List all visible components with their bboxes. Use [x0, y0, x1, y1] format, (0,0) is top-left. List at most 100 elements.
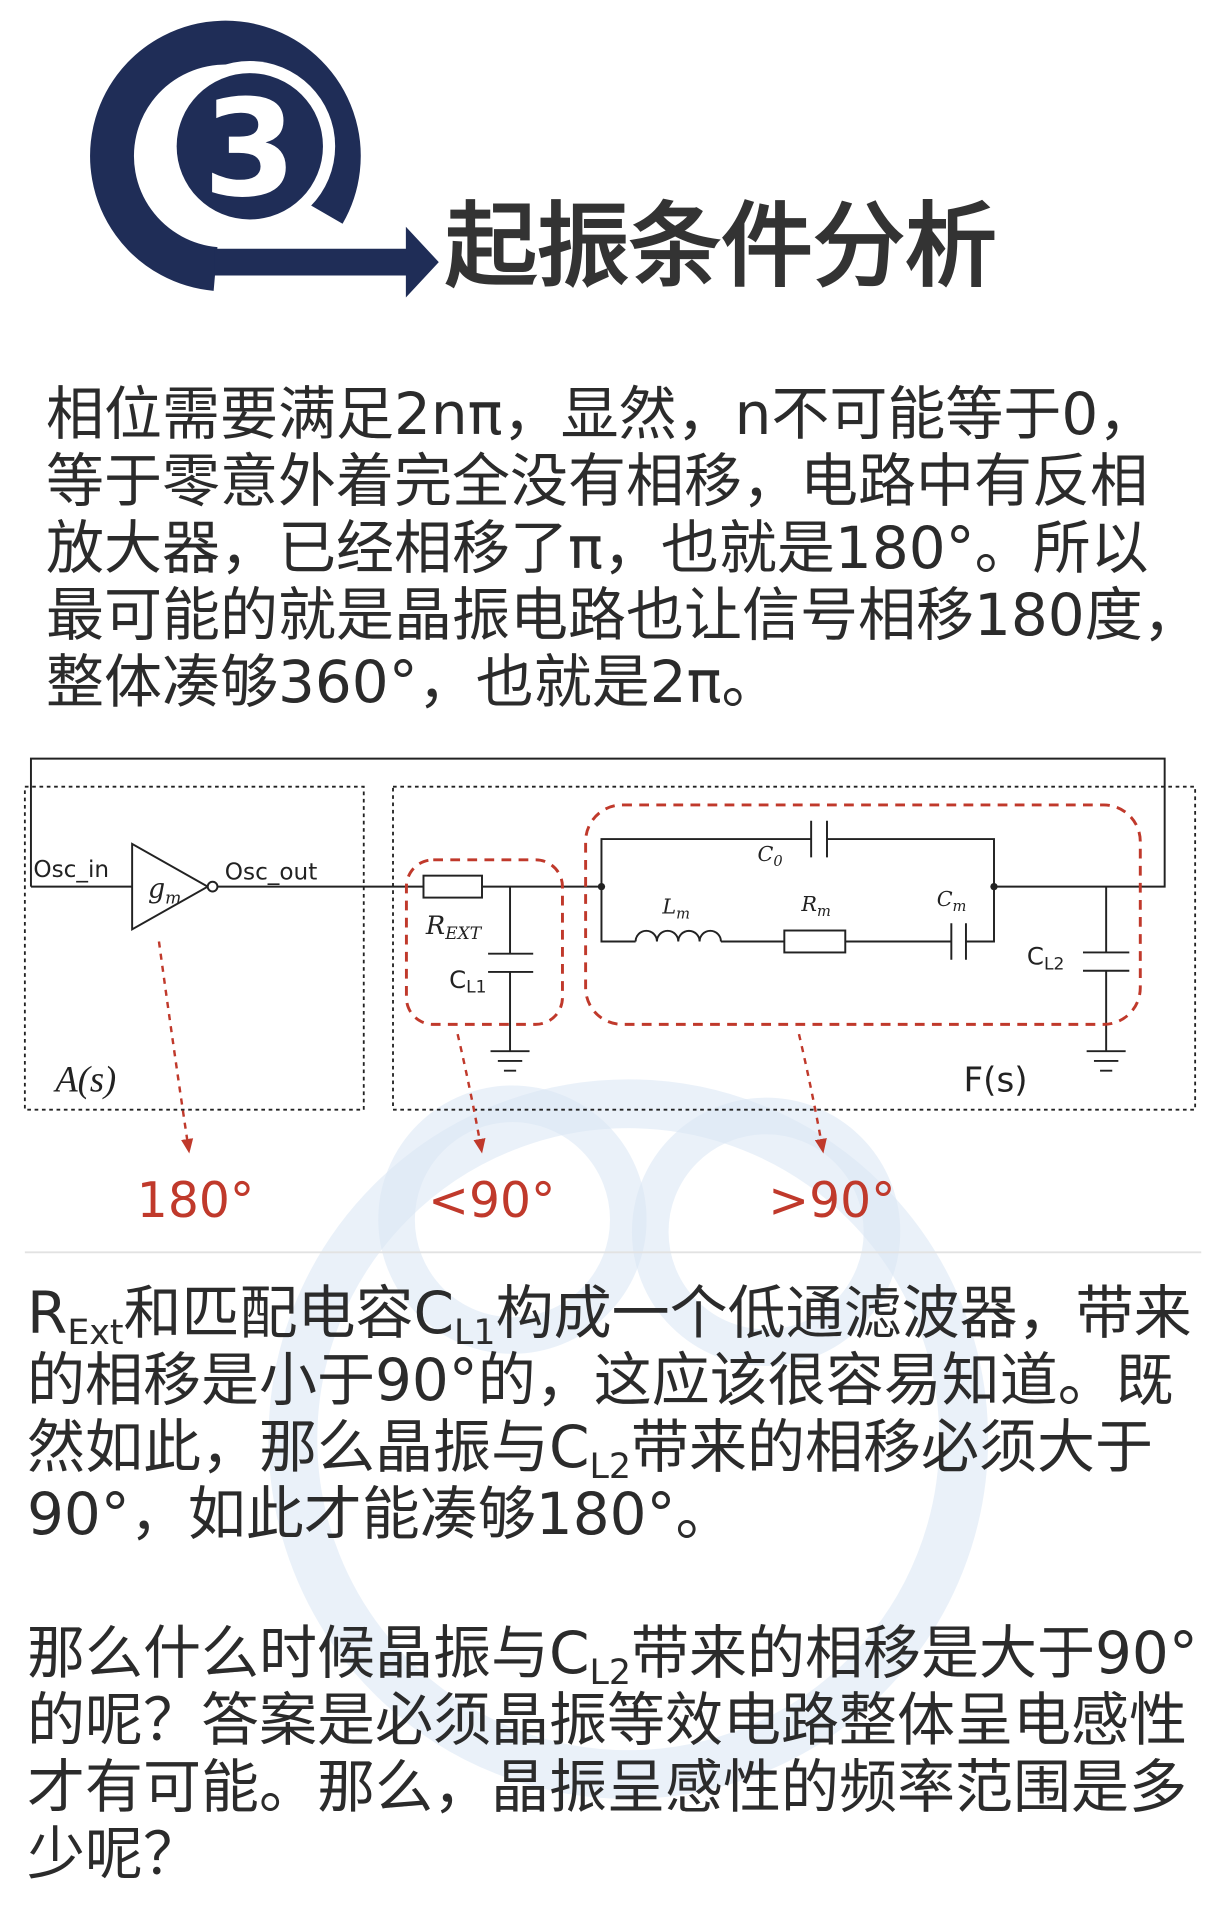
paragraph-3: 那么什么时候晶振与CL2带来的相移是大于90° 的呢？答案是必须晶振等效电路整体… [27, 1620, 1198, 1888]
label-rext-main: R [425, 911, 445, 941]
label-cm-subscript: m [953, 898, 967, 915]
label-cm: Cm [937, 887, 967, 915]
text-segment: 整体凑够360°，也就是2π。 [46, 648, 780, 716]
label-c0: C0 [758, 842, 783, 870]
label-feedback-block: F(s) [964, 1060, 1028, 1100]
ground-symbol [1086, 1050, 1126, 1072]
watermark-ring-right [631, 1097, 901, 1366]
watermark-ring-left [378, 1085, 647, 1354]
text-segment: 相位需要满足2nπ，显然，n不可能等于0， [46, 380, 1157, 448]
capacitor-cl2 [1082, 886, 1130, 1052]
feedback-wire [29, 757, 1166, 888]
label-amplifier-block: A(s) [53, 1058, 116, 1099]
label-rm-main: R [800, 892, 817, 916]
phase-label-amplifier: 180° [137, 1173, 254, 1229]
crystal-motional-branch [600, 886, 995, 943]
label-cl1-main: C [449, 965, 466, 994]
amplifier-symbol: gm [131, 842, 219, 931]
label-cl2-subscript: L2 [1044, 955, 1064, 975]
text-segment: R [27, 1279, 68, 1347]
subscript-segment: Ext [67, 1313, 124, 1354]
label-lm-subscript: m [676, 905, 690, 922]
text-segment: 那么什么时候晶振与C [27, 1619, 590, 1687]
watermark-ring [268, 1079, 989, 1799]
text-segment: 和匹配电容C [123, 1279, 455, 1347]
label-osc-out: Osc_out [225, 859, 318, 885]
label-gm: gm [148, 874, 181, 909]
capacitor-cl1 [488, 886, 534, 1052]
phase-arrow-crystal [797, 1033, 827, 1154]
capacitor-cm [950, 923, 967, 960]
text-segment: 最可能的就是晶振电路也让信号相移180度， [46, 581, 1201, 649]
crystal-highlight-box [584, 803, 1142, 1026]
amplifier-triangle [131, 842, 210, 931]
label-lm: Lm [661, 894, 690, 922]
text-segment: 带来的相移必须大于 [631, 1413, 1154, 1481]
text-segment: 带来的相移是大于90° [631, 1619, 1198, 1687]
paragraph-line: 的相移是小于90°的，这应该很容易知道。既 [27, 1347, 1192, 1414]
text-segment: 放大器，已经相移了π，也就是180°。所以 [46, 514, 1149, 582]
section-number: 3 [203, 71, 296, 227]
arrow-right-icon [214, 226, 439, 298]
resistor-rext [422, 874, 483, 899]
capacitor-c0 [810, 820, 828, 858]
number-badge [176, 73, 323, 220]
inductor-lm [634, 929, 722, 942]
paragraph-line: 少呢？ [27, 1821, 1198, 1888]
label-rm-subscript: m [817, 903, 831, 920]
label-cl2: CL2 [1027, 942, 1064, 975]
text-segment: 等于零意外着完全没有相移，电路中有反相 [46, 447, 1149, 515]
paragraph-line: 那么什么时候晶振与CL2带来的相移是大于90° [27, 1619, 1198, 1694]
resistor-rm [783, 929, 847, 954]
label-gm-subscript: m [165, 889, 181, 909]
label-rext: REXT [425, 911, 483, 944]
paragraph-line: 90°，如此才能凑够180°。 [27, 1481, 1192, 1548]
label-rm: Rm [800, 892, 830, 920]
text-segment: 的呢？答案是必须晶振等效电路整体呈电感性 [27, 1686, 1188, 1754]
label-cl1: CL1 [449, 965, 486, 998]
logo-ring [90, 20, 361, 291]
paragraph-1: 相位需要满足2nπ，显然，n不可能等于0， 等于零意外着完全没有相移，电路中有反… [46, 381, 1201, 716]
text-segment: 的相移是小于90°的，这应该很容易知道。既 [27, 1346, 1174, 1414]
text-segment: 少呢？ [27, 1820, 202, 1888]
label-cl2-main: C [1027, 942, 1044, 971]
ground-symbol [490, 1050, 530, 1072]
label-c0-subscript: 0 [773, 853, 782, 870]
amplifier-block-box [23, 785, 365, 1111]
paragraph-line: 最可能的就是晶振电路也让信号相移180度， [46, 582, 1201, 649]
text-segment: 构成一个低通滤波器，带来 [495, 1279, 1192, 1347]
phase-arrow-amplifier [157, 941, 194, 1154]
label-gm-main: g [148, 874, 165, 905]
paragraph-line: 相位需要满足2nπ，显然，n不可能等于0， [46, 381, 1201, 448]
paragraph-line: 才有可能。那么，晶振呈感性的频率范围是多 [27, 1754, 1198, 1821]
phase-label-crystal: >90° [768, 1173, 895, 1229]
phase-label-lowpass: <90° [428, 1173, 555, 1229]
lowpass-highlight-box [404, 858, 564, 1026]
section-title: 起振条件分析 [445, 193, 998, 300]
paragraph-line: 等于零意外着完全没有相移，电路中有反相 [46, 448, 1201, 515]
label-cl1-subscript: L1 [466, 978, 486, 998]
paragraph-2: RExt和匹配电容CL1构成一个低通滤波器，带来 的相移是小于90°的，这应该很… [27, 1280, 1192, 1548]
subscript-segment: L2 [589, 1447, 632, 1488]
oscillator-circuit-diagram: gm Osc_in Osc_out REXT CL1 C0 Lm Rm Cm C… [23, 757, 1202, 1254]
text-segment: 90°，如此才能凑够180°。 [27, 1480, 734, 1548]
section-number-logo: 3 [90, 20, 439, 298]
paragraph-line: 然如此，那么晶振与CL2带来的相移必须大于 [27, 1413, 1192, 1488]
text-segment: 才有可能。那么，晶振呈感性的频率范围是多 [27, 1753, 1188, 1821]
inverter-bubble [206, 880, 219, 893]
paragraph-line: 整体凑够360°，也就是2π。 [46, 649, 1201, 716]
label-lm-main: L [661, 894, 676, 918]
label-rext-subscript: EXT [444, 924, 483, 944]
paragraph-line: RExt和匹配电容CL1构成一个低通滤波器，带来 [27, 1279, 1192, 1354]
text-segment: 然如此，那么晶振与C [27, 1413, 590, 1481]
paragraph-line: 放大器，已经相移了π，也就是180°。所以 [46, 515, 1201, 582]
phase-arrow-lowpass [456, 1033, 486, 1154]
crystal-c0-branch [600, 838, 995, 887]
subscript-segment: L1 [454, 1313, 496, 1354]
subscript-segment: L2 [589, 1653, 632, 1694]
label-c0-main: C [758, 842, 774, 866]
paragraph-line: 的呢？答案是必须晶振等效电路整体呈电感性 [27, 1687, 1198, 1754]
label-osc-in: Osc_in [33, 857, 109, 883]
